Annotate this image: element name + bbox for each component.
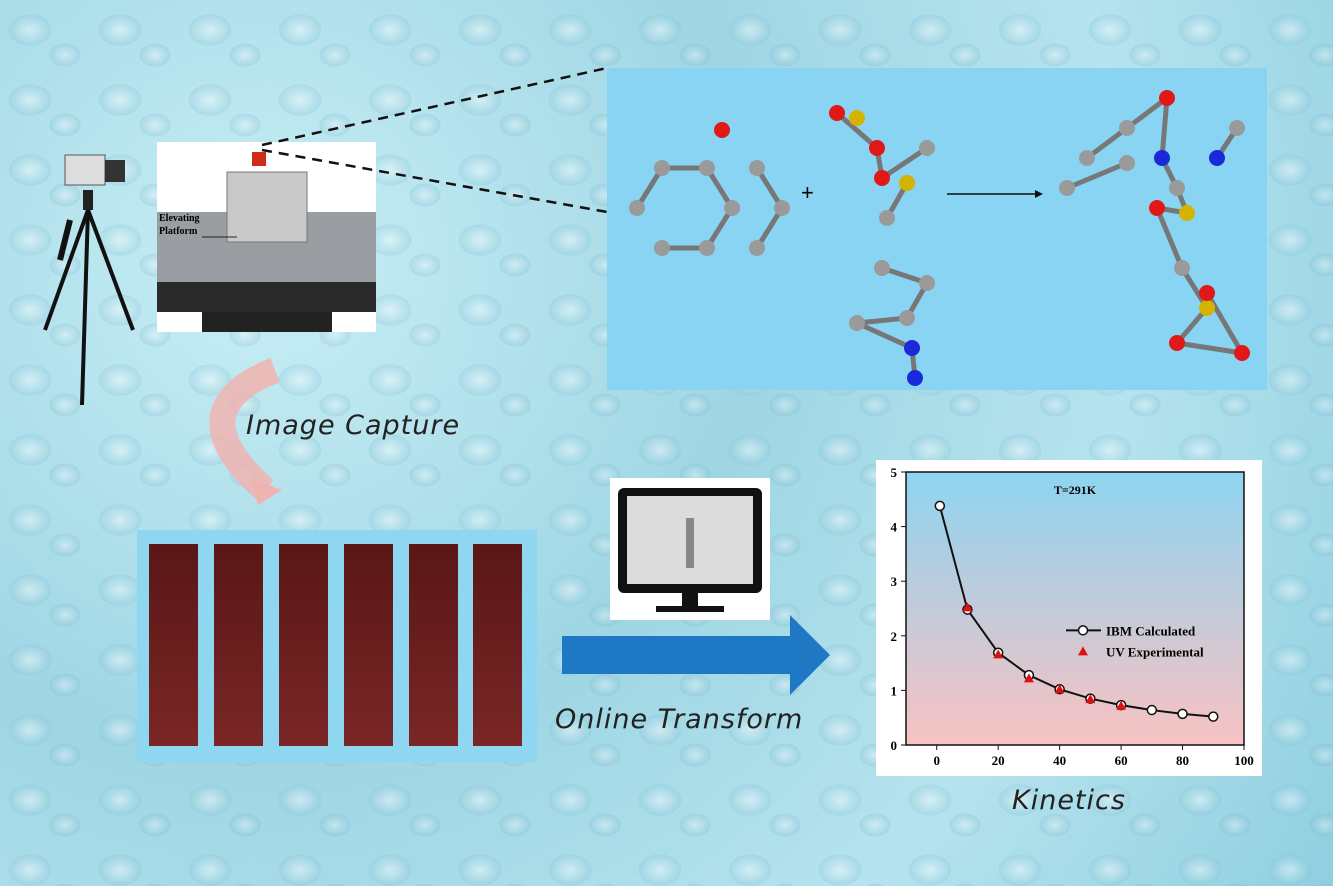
- reaction-arrow-head: [1035, 190, 1043, 198]
- x-tick-label: 40: [1053, 753, 1066, 768]
- ibm-line: [938, 505, 1214, 718]
- x-tick-label: 60: [1115, 753, 1128, 768]
- atom: [1119, 120, 1135, 136]
- atom: [899, 310, 915, 326]
- legend-ibm: IBM Calculated: [1106, 623, 1196, 638]
- atom: [919, 275, 935, 291]
- atom: [879, 210, 895, 226]
- atom: [829, 105, 845, 121]
- atom: [1169, 180, 1185, 196]
- bond: [856, 315, 908, 326]
- y-tick-label: 2: [891, 629, 898, 644]
- atom: [869, 140, 885, 156]
- sample-strip: [279, 544, 328, 746]
- atom: [1169, 335, 1185, 351]
- x-tick-label: 0: [933, 753, 940, 768]
- image-capture-label: Image Capture: [246, 410, 461, 441]
- atom: [774, 200, 790, 216]
- atom: [699, 160, 715, 176]
- monitor-icon: [610, 478, 770, 620]
- sample-strip: [473, 544, 522, 746]
- uv-point: [1116, 700, 1127, 710]
- atom: [654, 160, 670, 176]
- atom: [874, 260, 890, 276]
- bond: [1085, 126, 1129, 160]
- sample-strip: [214, 544, 263, 746]
- reaction-panel: +: [607, 68, 1267, 390]
- uv-point: [1085, 694, 1096, 704]
- bond: [1154, 207, 1185, 269]
- uv-point: [1054, 684, 1065, 694]
- bond: [1066, 160, 1128, 191]
- ibm-point: [1208, 711, 1219, 722]
- x-tick-label: 20: [992, 753, 1005, 768]
- y-tick-label: 0: [891, 738, 898, 753]
- sample-strip: [149, 544, 198, 746]
- atom: [904, 340, 920, 356]
- atom: [1229, 120, 1245, 136]
- atom: [1179, 205, 1195, 221]
- image-strips: [137, 530, 537, 762]
- atom: [699, 240, 715, 256]
- atom: [654, 240, 670, 256]
- y-tick-label: 4: [891, 520, 898, 535]
- atom: [1234, 345, 1250, 361]
- legend-marker-ibm: [1077, 625, 1089, 636]
- atom: [1079, 150, 1095, 166]
- plus-sign: +: [801, 180, 814, 205]
- atom: [724, 200, 740, 216]
- camera-tripod-icon: [43, 154, 135, 406]
- uv-point: [993, 649, 1004, 659]
- legend-marker-uv: [1078, 646, 1088, 656]
- atom: [1154, 150, 1170, 166]
- atom: [907, 370, 923, 386]
- uv-point: [962, 602, 973, 612]
- x-tick-label: 80: [1176, 753, 1189, 768]
- plot-area: [905, 471, 1245, 746]
- atom: [1119, 155, 1135, 171]
- bond: [855, 320, 914, 351]
- atom: [1159, 90, 1175, 106]
- y-tick-label: 5: [891, 465, 898, 480]
- atom: [749, 240, 765, 256]
- y-tick-label: 3: [891, 574, 898, 589]
- bond: [1125, 96, 1169, 130]
- atom: [1199, 300, 1215, 316]
- sample-strip: [344, 544, 393, 746]
- atom: [919, 140, 935, 156]
- atom: [849, 315, 865, 331]
- ibm-point: [1146, 704, 1158, 716]
- bond: [835, 111, 879, 150]
- atom: [899, 175, 915, 191]
- atom: [1174, 260, 1190, 276]
- chart-title: T=291K: [1054, 483, 1097, 497]
- ibm-point: [1177, 708, 1188, 720]
- x-tick-label: 100: [1234, 753, 1254, 768]
- kinetics-label: Kinetics: [1012, 785, 1126, 816]
- online-transform-label: Online Transform: [555, 704, 804, 735]
- legend-uv: UV Experimental: [1106, 644, 1204, 659]
- bond: [1176, 340, 1243, 356]
- ibm-point: [934, 500, 946, 512]
- atom: [849, 110, 865, 126]
- atom: [1199, 285, 1215, 301]
- y-tick-label: 1: [891, 683, 898, 698]
- bond: [880, 145, 929, 181]
- atom: [749, 160, 765, 176]
- atom: [1059, 180, 1075, 196]
- annotation-line2: Platform: [159, 226, 198, 237]
- sample-strip: [409, 544, 458, 746]
- setup-photo: Elevating Platform: [157, 142, 376, 332]
- annotation-line1: Elevating: [159, 213, 200, 224]
- atom: [629, 200, 645, 216]
- atom: [1209, 150, 1225, 166]
- uv-point: [1023, 673, 1034, 683]
- atom: [714, 122, 730, 138]
- atom: [1149, 200, 1165, 216]
- atom: [874, 170, 890, 186]
- bond: [1159, 97, 1170, 159]
